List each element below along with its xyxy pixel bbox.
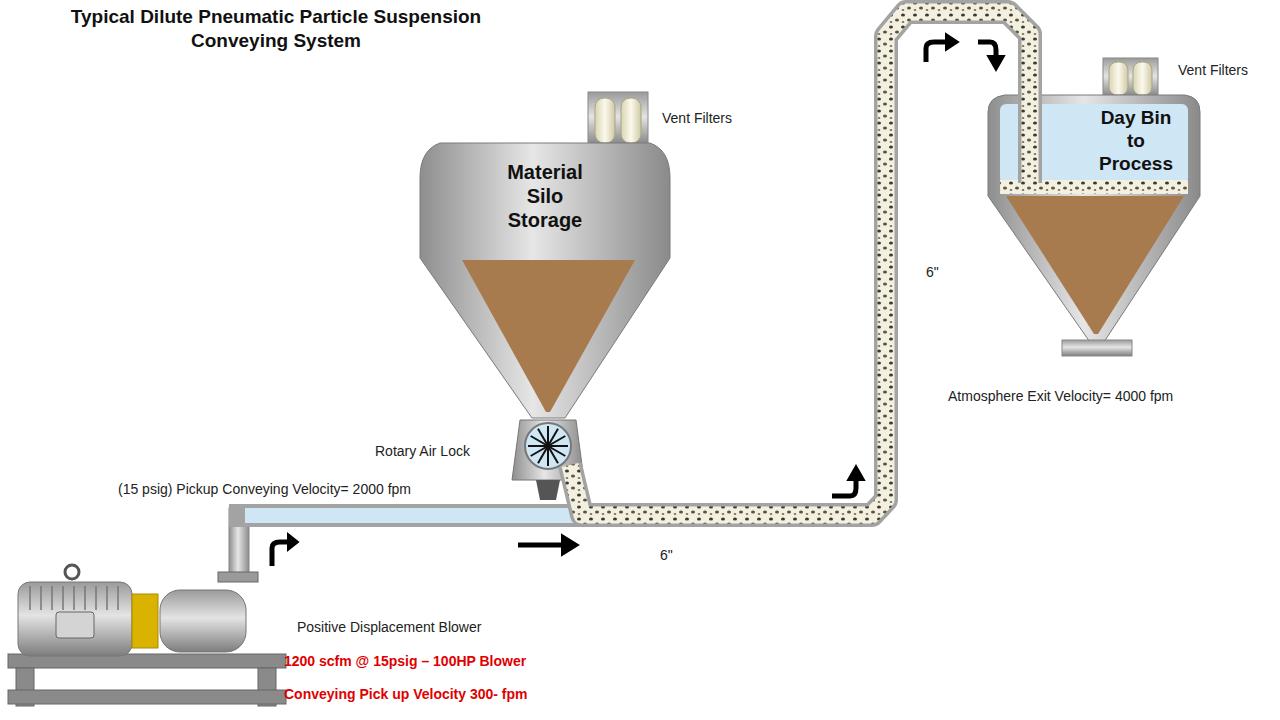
stored-material xyxy=(462,260,635,412)
motor-fins xyxy=(30,586,118,610)
eye-bolt xyxy=(65,565,79,579)
blower-package xyxy=(8,565,286,706)
flow-arrow xyxy=(926,42,948,62)
air-pipe xyxy=(229,504,594,527)
inlet-pipe-flow xyxy=(1022,95,1039,185)
day-bin xyxy=(988,58,1200,356)
component-label: Rotary Air Lock xyxy=(375,443,470,460)
cooling-fin xyxy=(84,586,86,610)
pipe-size: 6" xyxy=(660,547,673,564)
terminal-box xyxy=(56,612,94,638)
bin-body xyxy=(988,95,1200,345)
pipe-size: 6" xyxy=(926,264,939,281)
airlock-vane xyxy=(548,446,558,463)
conveying-pipe xyxy=(570,12,1030,515)
cooling-fin xyxy=(95,586,97,610)
vessel-label: Day Bin to Process xyxy=(1091,107,1181,175)
vent-filter-label: Vent Filters xyxy=(662,110,732,127)
flow-arrow xyxy=(562,535,578,555)
rotary-airlock xyxy=(525,423,571,469)
vent-filter-housing xyxy=(1103,58,1158,98)
flow-arrow xyxy=(848,466,864,480)
cooling-fin xyxy=(62,586,64,610)
flow-arrow xyxy=(946,34,958,50)
blower-flange xyxy=(218,572,258,582)
airlock-vane xyxy=(531,446,548,456)
vent-filter xyxy=(1109,62,1128,95)
particle-flow xyxy=(570,12,1030,515)
vent-filter-label: Vent Filters xyxy=(1178,62,1248,79)
vessel-label: Material Silo Storage xyxy=(493,160,597,232)
velocity-spec: Conveying Pick up Velocity 300- fpm xyxy=(284,686,528,703)
airlock-outlet xyxy=(536,480,560,500)
blower-spec: 1200 scfm @ 15psig – 100HP Blower xyxy=(284,653,526,670)
airlock-vanes xyxy=(528,426,568,466)
bin-vessel: Day Bin to Process xyxy=(988,95,1200,195)
cooling-fin xyxy=(73,586,75,610)
vent-filter-housing xyxy=(588,92,648,147)
air-flow xyxy=(245,508,594,523)
vent-filter xyxy=(595,98,615,143)
flow-arrow xyxy=(288,534,298,550)
vent-filter xyxy=(621,98,641,143)
cooling-fin xyxy=(40,586,42,610)
flow-arrow xyxy=(988,56,1004,70)
cooling-fin xyxy=(29,586,31,610)
cooling-fin xyxy=(106,586,108,610)
silo-body xyxy=(420,143,670,418)
flow-arrow xyxy=(518,543,565,548)
flow-arrow xyxy=(978,42,996,56)
pickup-note: (15 psig) Pickup Conveying Velocity= 200… xyxy=(118,481,411,498)
blower-body xyxy=(160,590,246,652)
bin-outlet xyxy=(1062,340,1132,356)
exit-velocity-note: Atmosphere Exit Velocity= 4000 fpm xyxy=(948,388,1173,405)
coupling xyxy=(132,594,158,648)
cooling-fin xyxy=(117,586,119,610)
material-silo xyxy=(420,92,670,500)
cooling-fin xyxy=(51,586,53,610)
motor-body xyxy=(18,582,132,656)
airlock-vane xyxy=(548,436,565,446)
stored-material xyxy=(1006,196,1184,334)
vent-filter xyxy=(1133,62,1152,95)
base-rail xyxy=(8,690,286,704)
diagram-title: Typical Dilute Pneumatic Particle Suspen… xyxy=(66,5,486,53)
airlock-vane xyxy=(538,429,548,446)
air-supply-pipe xyxy=(229,504,594,576)
pipe-wall xyxy=(570,12,1030,515)
silo-vessel: Material Silo Storage xyxy=(420,140,670,465)
blower-label: Positive Displacement Blower xyxy=(297,619,481,636)
